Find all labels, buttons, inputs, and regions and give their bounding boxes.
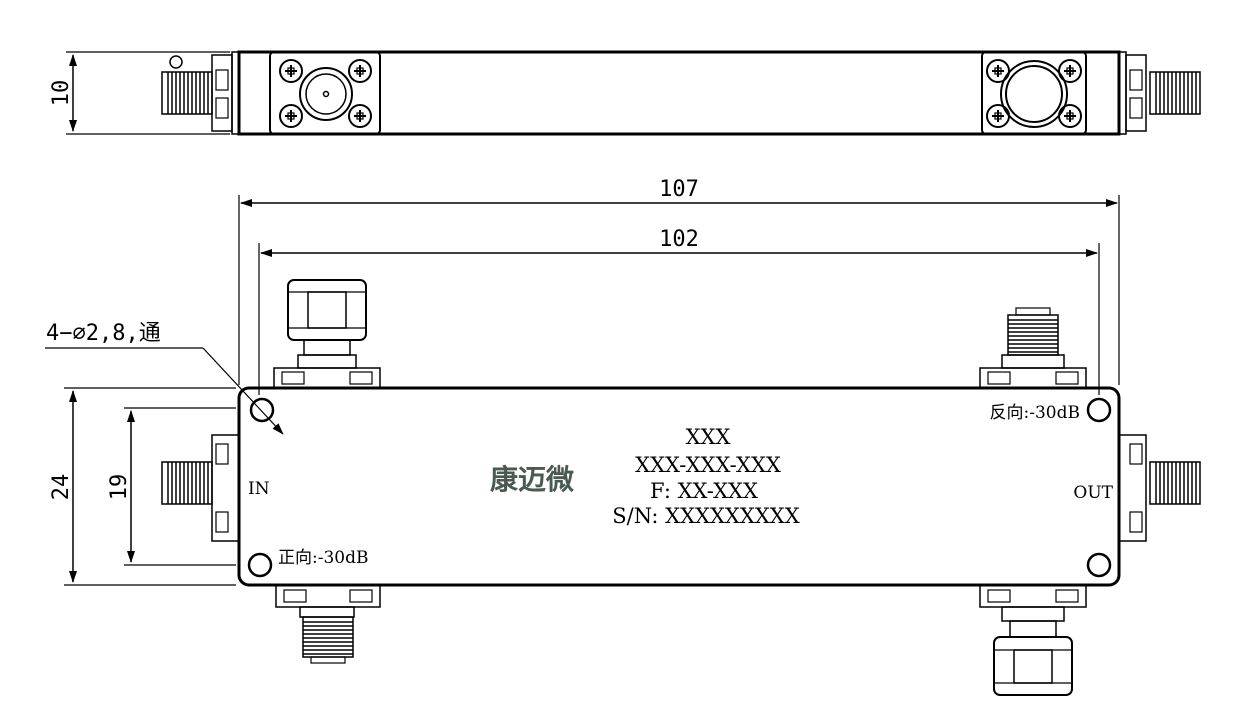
top-view-right-flange [981,51,1087,135]
top-left-hex-connector [273,279,381,389]
forward-coupling-label: 正向:-30dB [278,548,368,568]
out-port-label: OUT [1073,483,1113,503]
top-view-right-connector [1125,54,1201,132]
bottom-right-hex-connector [979,584,1087,696]
top-right-threaded-connector [979,307,1087,389]
nameplate-model: XXX [686,425,731,449]
dimension-hole-spacing-label: 102 [659,227,699,252]
dimension-height-top: 10 [49,51,230,135]
dimension-body-height: 24 [49,387,236,586]
hole-callout: 4−⌀2,8,通 [45,321,284,435]
brand-logo: 康迈微 [490,463,574,496]
nameplate-frequency: F: XX-XXX [650,479,758,503]
dimension-total-length-label: 107 [659,177,699,202]
nameplate: XXX XXX-XXX-XXX F: XX-XXX S/N: XXXXXXXXX [612,425,799,528]
dimension-hole-spacing: 102 [258,227,1100,395]
dimension-port-spacing-label: 19 [107,474,132,501]
hole-callout-label: 4−⌀2,8,通 [46,321,161,346]
front-view: 107 102 4−⌀2,8,通 [45,177,1201,696]
reverse-coupling-label: 反向:-30dB [990,403,1080,423]
top-view: 10 [49,50,1201,136]
dimension-port-spacing: 19 [107,407,236,566]
top-view-left-flange [269,51,381,135]
dimension-total-length: 107 [238,177,1120,385]
nameplate-serial: S/N: XXXXXXXXX [612,504,799,528]
nameplate-part-number: XXX-XXX-XXX [635,453,781,477]
mounting-hole-top-right [1086,397,1112,423]
mounting-hole-bottom-right [1086,552,1112,578]
top-view-left-connector [161,54,233,132]
in-port-label: IN [248,479,270,499]
mounting-hole-top-left [249,397,275,423]
in-connector [161,434,240,542]
dimension-height-top-label: 10 [49,80,74,107]
dimension-body-height-label: 24 [49,474,74,501]
bottom-left-threaded-connector [275,584,381,664]
out-connector [1118,434,1201,542]
mounting-hole-bottom-left [247,552,273,578]
